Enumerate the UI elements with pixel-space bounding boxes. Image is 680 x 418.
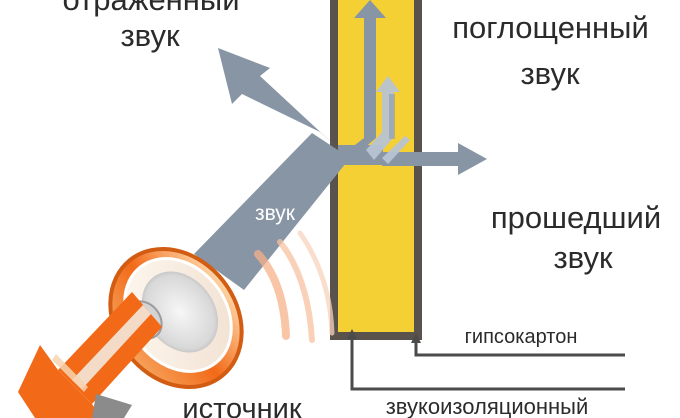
speaker-stripe [72,305,151,389]
source-label: источник [182,393,302,418]
speaker-grip [18,345,102,418]
transmitted-sound-arrow [382,143,487,175]
bottom-drywall-edge [330,332,422,340]
incident-sound-label: звук [254,202,295,225]
insulation-pointer-line [350,336,625,391]
wave-3 [297,230,335,336]
reflected-sound-label-line1: отраженный [42,0,260,15]
reflected-sound-arrow [218,48,344,154]
absorbed-inner-stem [389,94,395,139]
sound-waves [254,230,335,343]
drywall-pointer-arrow [411,333,421,343]
absorbed-sound-label-line1: поглощенный [452,10,649,45]
transmitted-sound-label-line2: звук [553,240,613,275]
transmitted-sound-label-line1: прошедший [490,200,662,235]
insulation-label: звукоизоляционный [385,394,589,418]
absorbed-inner-arrow-2 [382,136,410,164]
incident-sound-arrow [194,133,350,290]
right-drywall-edge [414,0,422,340]
wave-1 [254,250,290,340]
sound-paths [194,0,487,290]
callout-lines [347,329,625,391]
insulation-pointer-arrow [347,329,357,339]
speaker-grip-highlight [52,354,88,392]
speaker-cone [141,271,219,353]
drywall-pointer-line [414,340,625,357]
loudspeaker-icon [18,246,244,418]
speaker-bottom-block [92,394,132,418]
absorbed-sound-label-line2: звук [520,56,580,91]
wave-2 [277,239,315,343]
reflected-sound-label-line2: звук [120,18,180,53]
drywall-label: гипсокартон [464,326,578,348]
absorbed-sound-arrow [338,0,386,170]
